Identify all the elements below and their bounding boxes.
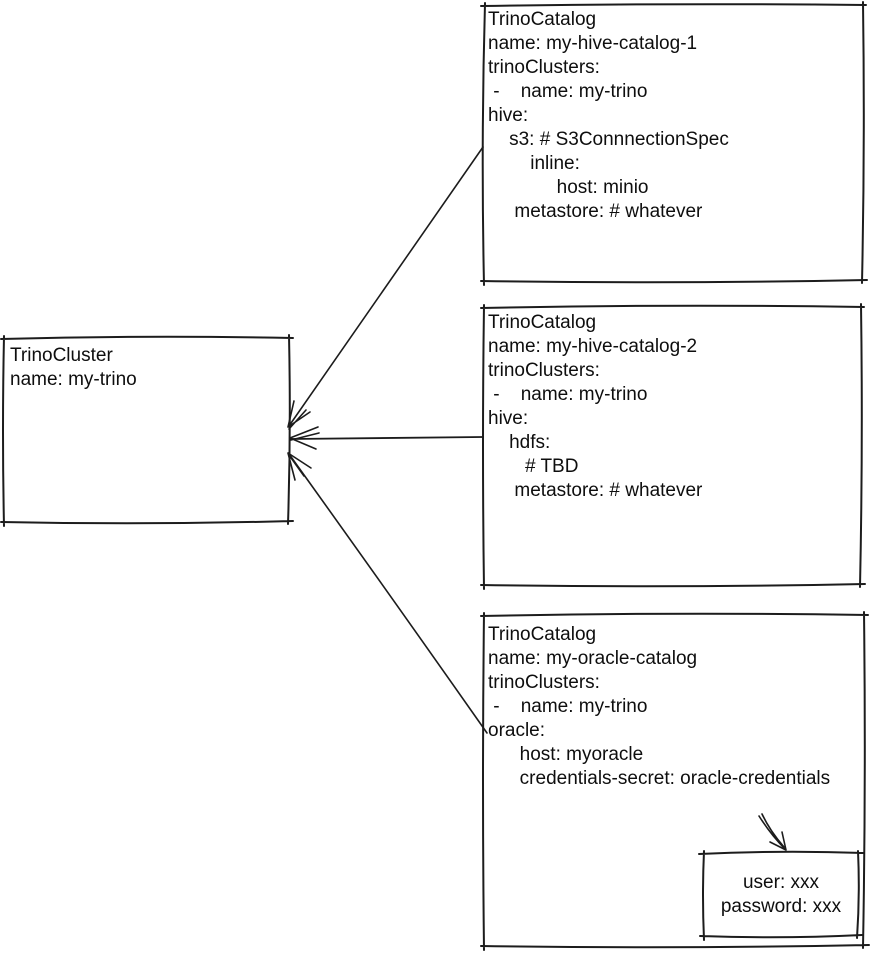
- yaml-line: name: my-oracle-catalog: [488, 648, 698, 669]
- yaml-line: credentials-secret: oracle-credentials: [488, 768, 831, 789]
- yaml-line: inline:: [488, 153, 580, 174]
- trino-cluster-box: TrinoCluster name: my-trino: [3, 337, 290, 523]
- arrowhead-catalog3: [287, 452, 312, 481]
- trino-catalog-2-box: TrinoCatalog name: my-hive-catalog-2 tri…: [483, 306, 862, 586]
- secret-box-outline: [698, 850, 865, 941]
- yaml-line: hive:: [488, 408, 529, 429]
- yaml-line: name: my-hive-catalog-1: [488, 33, 698, 54]
- connector-catalog2-to-cluster: [290, 436, 484, 440]
- yaml-line: name: my-trino: [10, 369, 137, 390]
- oracle-credentials-secret-box: user: xxx password: xxx: [703, 852, 859, 937]
- yaml-line: # TBD: [488, 456, 579, 477]
- arrowhead-catalog2: [289, 426, 320, 450]
- box-title-line: TrinoCatalog: [488, 624, 597, 645]
- trino-catalog-1-box: TrinoCatalog name: my-hive-catalog-1 tri…: [483, 4, 864, 282]
- secret-annotation-arrow: [758, 813, 786, 850]
- yaml-line: s3: # S3ConnnectionSpec: [488, 129, 729, 150]
- yaml-line: host: myoracle: [488, 744, 644, 765]
- yaml-line: - name: my-trino: [488, 384, 648, 405]
- arrowhead-secret: [769, 831, 787, 851]
- arrowhead-catalog1: [287, 400, 311, 430]
- box-title-line: TrinoCluster: [10, 345, 113, 366]
- connector-catalog3-to-cluster: [288, 453, 488, 734]
- secret-user-line: user: xxx: [742, 871, 820, 893]
- cluster-box-outline: [0, 334, 294, 527]
- yaml-line: - name: my-trino: [488, 696, 648, 717]
- connector-catalog1-to-cluster: [288, 146, 484, 427]
- yaml-line: metastore: # whatever: [488, 201, 703, 222]
- yaml-line: hive:: [488, 105, 529, 126]
- yaml-line: name: my-hive-catalog-2: [488, 336, 698, 357]
- yaml-line: trinoClusters:: [488, 672, 600, 693]
- yaml-line: trinoClusters:: [488, 360, 600, 381]
- trino-catalog-3-box: TrinoCatalog name: my-oracle-catalog tri…: [483, 614, 865, 947]
- yaml-line: host: minio: [488, 177, 649, 198]
- yaml-line: trinoClusters:: [488, 57, 600, 78]
- catalog2-box-outline: [480, 303, 866, 590]
- catalog1-box-outline: [480, 1, 868, 286]
- yaml-line: metastore: # whatever: [488, 480, 703, 501]
- yaml-line: hdfs:: [488, 432, 551, 453]
- box-title-line: TrinoCatalog: [488, 312, 597, 333]
- catalog3-box-outline: [480, 611, 870, 951]
- yaml-line: - name: my-trino: [488, 81, 648, 102]
- box-title-line: TrinoCatalog: [488, 9, 597, 30]
- secret-password-line: password: xxx: [720, 895, 842, 917]
- yaml-line: oracle:: [488, 720, 546, 741]
